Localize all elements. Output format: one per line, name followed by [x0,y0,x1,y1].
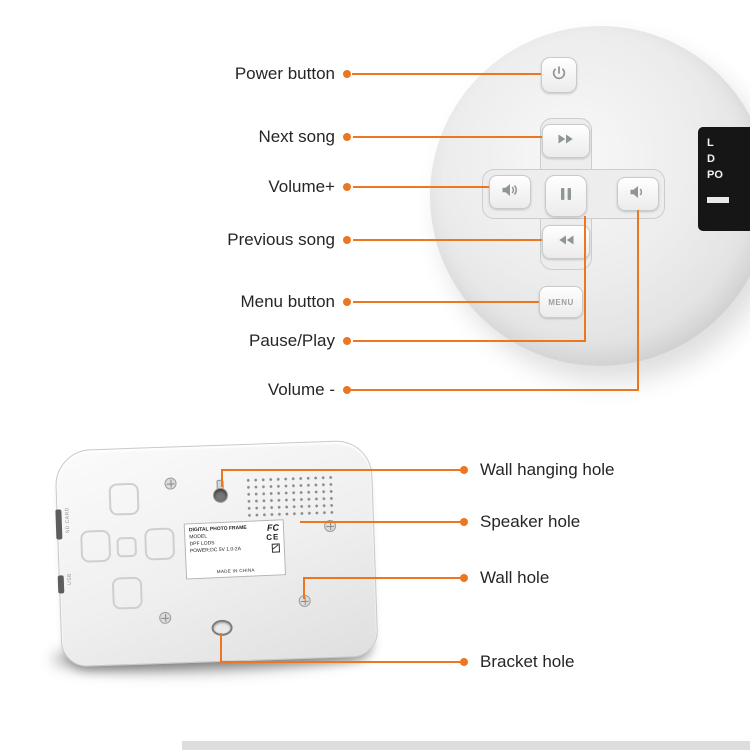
power-icon [551,65,567,86]
callout-line [300,521,462,523]
pause-icon [560,187,572,206]
callout-line [303,577,462,579]
callout-line [350,389,639,391]
callout-wall-hanging-hole: Wall hanging hole [480,460,615,479]
callout-previous-song: Previous song [227,230,335,249]
callout-dot [343,183,351,191]
rating-sticker: DIGITAL PHOTO FRAME MODEL DPF LODS POWER… [183,519,287,580]
pause-play-button [545,175,587,217]
menu-button-label: MENU [548,297,574,307]
spec-label-barcode [707,197,729,203]
callout-next-song: Next song [258,127,335,146]
dpad-right-outline [144,527,176,561]
callout-line [303,577,305,599]
usb-label: USB [66,573,74,586]
screw-hole [164,477,177,490]
spec-label-line: L [707,137,714,149]
device-back-panel: DIGITAL PHOTO FRAME MODEL DPF LODS POWER… [54,439,379,668]
callout-volume-plus: Volume+ [268,177,335,196]
callout-line [353,136,542,138]
callout-line [221,469,462,471]
sticker-origin: MADE IN CHINA [216,567,255,575]
callout-speaker-hole: Speaker hole [480,512,581,531]
background-edge-strip [182,741,750,750]
callout-dot [460,518,468,526]
callout-dot [343,298,351,306]
speaker-grille [244,473,338,519]
callout-line [637,210,639,391]
previous-song-button [542,225,590,259]
callout-dot [460,574,468,582]
callout-power-button: Power button [234,64,335,83]
dpad-left-outline [80,529,112,563]
speaker-loud-icon [501,183,519,202]
callout-dot [343,386,351,394]
bracket-hole [211,619,233,637]
callout-line [220,633,222,663]
callout-line [584,216,586,342]
callout-line [352,73,541,75]
callout-wall-hole: Wall hole [480,568,550,587]
weee-bin-icon [271,543,281,553]
callout-bracket-hole: Bracket hole [480,652,575,671]
callout-dot [343,133,351,141]
fast-forward-icon [557,132,575,150]
usb-port [57,575,65,594]
callout-line [353,340,586,342]
dpad-center-outline [116,536,138,558]
menu-button: MENU [539,286,583,318]
wall-hanging-hole [212,487,229,504]
dpad-up-outline [108,482,140,516]
callout-dot [460,658,468,666]
spec-label-line: D [707,153,715,165]
dpad-down-outline [111,576,143,610]
callout-line [353,301,539,303]
volume-minus-button [617,177,659,211]
callout-line [353,186,489,188]
sd-card-slot [55,509,63,540]
spec-label: L D PO [698,127,750,231]
callout-dot [460,466,468,474]
callout-menu-button: Menu button [240,292,335,311]
callout-pause-play: Pause/Play [249,331,335,350]
speaker-quiet-icon [629,185,647,204]
screw-hole [159,611,172,625]
callout-line [220,661,462,663]
callout-dot [343,70,351,78]
callout-dot [343,337,351,345]
sd-card-label: SD CARD [64,507,72,534]
callout-line [353,239,542,241]
callout-line [221,469,223,487]
volume-plus-button [489,175,531,209]
rewind-icon [557,233,575,251]
ce-mark: CE [266,532,280,542]
spec-label-line: PO [707,169,723,181]
power-button [541,57,577,93]
next-song-button [542,124,590,158]
callout-dot [343,236,351,244]
callout-volume-minus: Volume - [267,380,335,399]
